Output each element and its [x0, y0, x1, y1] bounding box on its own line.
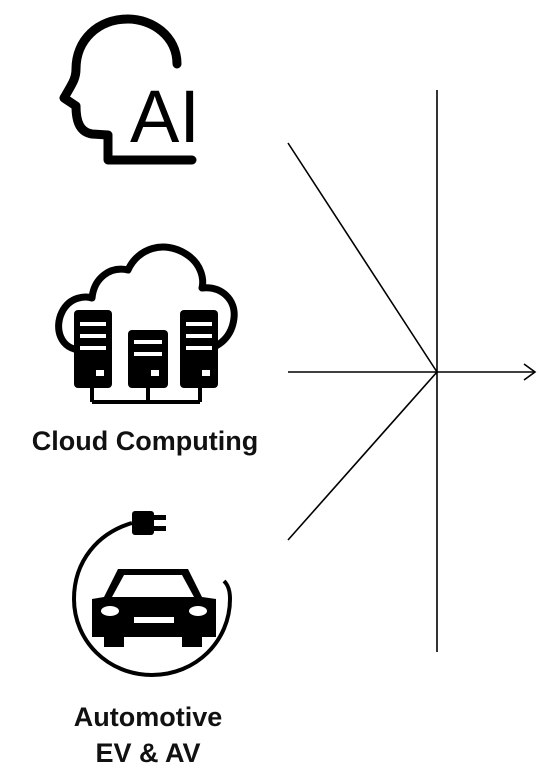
ai-label: AI — [130, 75, 200, 158]
ai-connector-line — [287, 142, 438, 373]
ev-av-label: EV & AV — [95, 738, 201, 768]
ev-car-plug-icon — [70, 505, 245, 690]
automotive-connector-line — [287, 371, 438, 541]
automotive-label: Automotive — [73, 702, 223, 732]
output-arrowhead — [523, 363, 537, 381]
cloud-servers-icon — [52, 238, 242, 418]
ai-head-icon: AI — [52, 14, 212, 174]
cloud-computing-label: Cloud Computing — [31, 426, 259, 456]
